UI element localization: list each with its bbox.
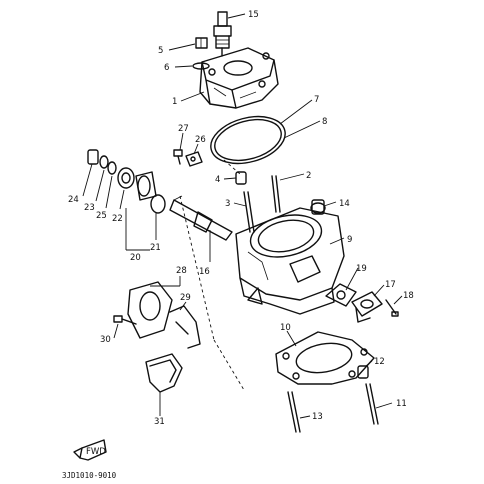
base-gasket — [275, 331, 375, 385]
leader-lines — [82, 13, 403, 419]
exhaust-stud — [311, 199, 325, 215]
part-label-9: 9 — [347, 235, 352, 245]
part-label-12: 12 — [374, 357, 385, 367]
part-label-14: 14 — [339, 199, 350, 209]
part-label-16: 16 — [199, 267, 210, 277]
spark-plug — [213, 11, 232, 57]
exhaust-gasket — [325, 283, 357, 307]
forward-arrow-icon: FWD — [73, 439, 107, 461]
part-labels: 15 5 6 1 7 8 27 26 4 2 3 14 9 19 17 18 1… — [68, 10, 414, 427]
dowel-pin — [235, 171, 247, 185]
joint-bolt — [385, 299, 399, 317]
gasket-small — [99, 155, 109, 169]
head-o-rings — [210, 115, 286, 165]
part-label-19: 19 — [356, 264, 367, 274]
power-valve-shaft — [169, 195, 233, 241]
part-label-4: 4 — [215, 175, 220, 185]
exhaust-joint — [351, 291, 383, 323]
part-label-5: 5 — [158, 46, 163, 56]
base-stud-right — [365, 383, 379, 425]
part-label-24: 24 — [68, 195, 79, 205]
diagram-code: 3JD1010-9010 — [62, 471, 117, 480]
part-label-18: 18 — [403, 291, 414, 301]
part-label-13: 13 — [312, 412, 323, 422]
part-label-27: 27 — [178, 124, 189, 134]
part-label-15: 15 — [248, 10, 259, 20]
small-bolt — [173, 149, 183, 165]
part-label-28: 28 — [176, 266, 187, 276]
part-label-1: 1 — [172, 97, 177, 107]
oil-seal — [117, 167, 135, 189]
part-label-17: 17 — [385, 280, 396, 290]
part-label-20: 20 — [130, 253, 141, 263]
part-label-31: 31 — [154, 417, 165, 427]
part-label-7: 7 — [314, 95, 319, 105]
valve-housing — [127, 281, 201, 349]
part-label-6: 6 — [164, 63, 169, 73]
part-label-25: 25 — [96, 211, 107, 221]
part-label-29: 29 — [180, 293, 191, 303]
housing-bolt — [113, 315, 137, 325]
part-label-30: 30 — [100, 335, 111, 345]
part-label-21: 21 — [150, 243, 161, 253]
base-stud-left — [287, 391, 301, 433]
part-label-11: 11 — [396, 399, 407, 409]
fwd-label: FWD — [86, 447, 106, 457]
cylinder-head — [199, 47, 279, 109]
part-label-26: 26 — [195, 135, 206, 145]
part-label-8: 8 — [322, 117, 327, 127]
part-label-3: 3 — [225, 199, 230, 209]
power-valve-cover — [135, 171, 166, 214]
part-label-10: 10 — [280, 323, 291, 333]
part-label-2: 2 — [306, 171, 311, 181]
washer — [192, 62, 210, 70]
base-dowel-pin — [357, 365, 369, 379]
cap-nut — [87, 149, 99, 165]
assembly-guide-lines — [179, 159, 245, 391]
cylinder-stud-rear — [271, 175, 281, 213]
bracket — [185, 151, 203, 167]
part-label-22: 22 — [112, 214, 123, 224]
nut — [195, 37, 208, 49]
part-label-23: 23 — [84, 203, 95, 213]
washer-small — [107, 161, 117, 175]
valve-cover — [145, 353, 183, 393]
cylinder-stud-front — [243, 191, 255, 233]
